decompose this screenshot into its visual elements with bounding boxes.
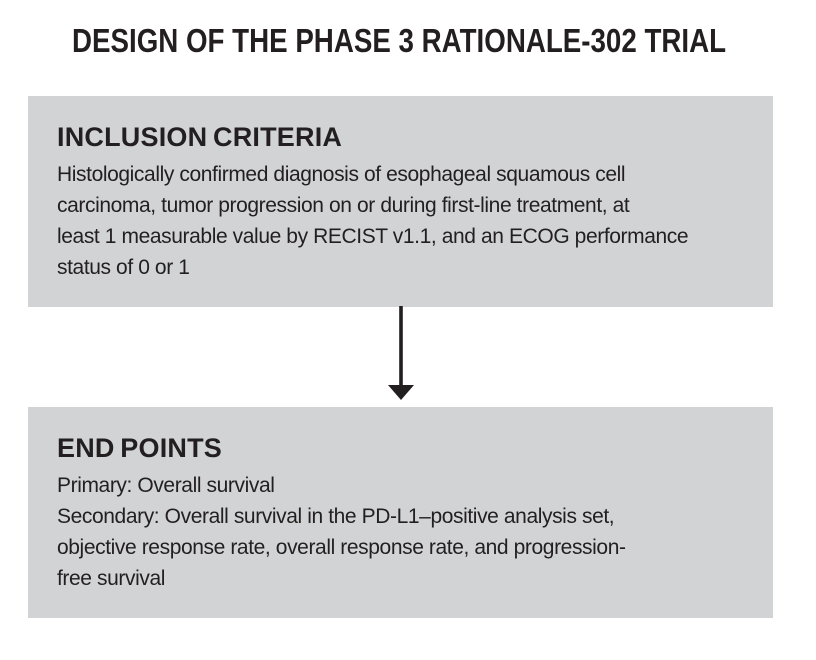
end-points-text: Primary: Overall survival Secondary: Ove… xyxy=(57,474,626,590)
down-arrow-icon xyxy=(385,306,417,400)
end-points-box: END POINTS Primary: Overall survival Sec… xyxy=(28,407,773,618)
inclusion-criteria-box: INCLUSION CRITERIA Histologically confir… xyxy=(28,96,773,307)
end-points-heading: END POINTS xyxy=(57,433,223,463)
figure-title: DESIGN OF THE PHASE 3 RATIONALE-302 TRIA… xyxy=(72,22,727,59)
inclusion-criteria-text: Histologically confirmed diagnosis of es… xyxy=(57,163,689,279)
inclusion-criteria-heading: INCLUSION CRITERIA xyxy=(57,122,343,152)
